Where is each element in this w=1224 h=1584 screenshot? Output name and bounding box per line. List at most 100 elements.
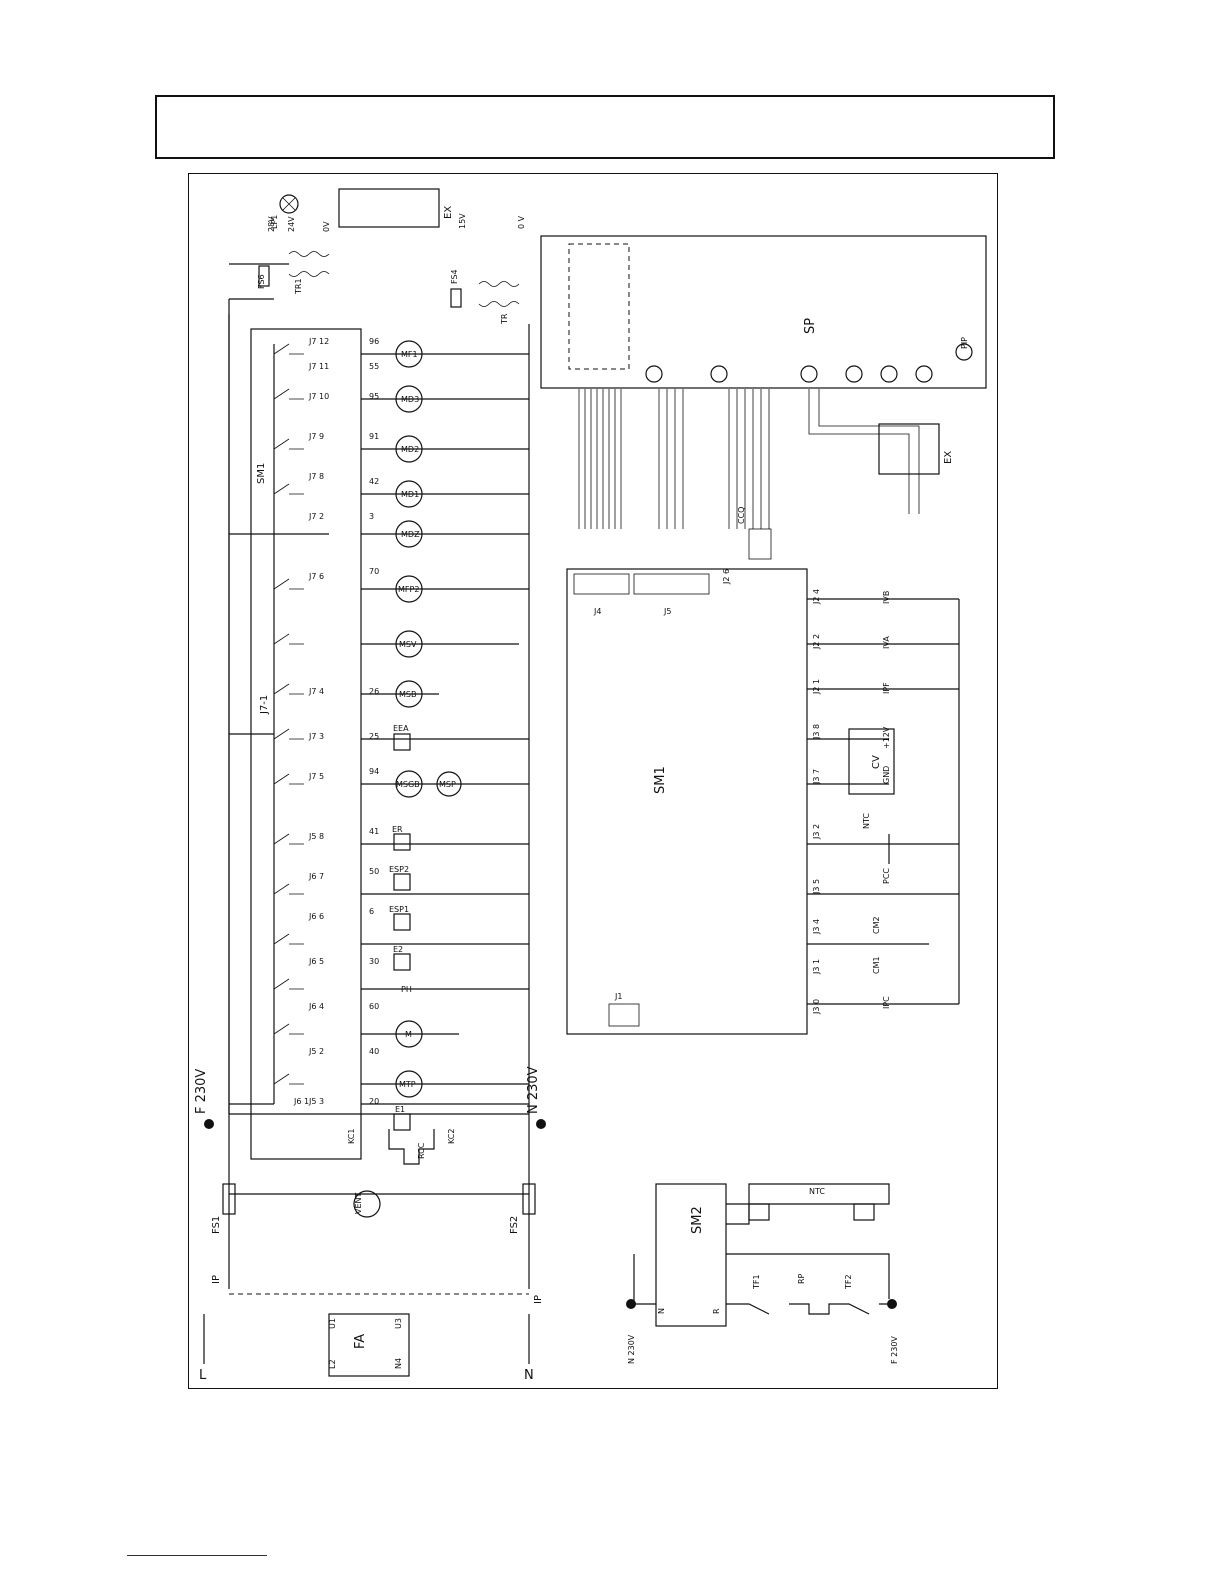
ivb-label: IVB (882, 591, 891, 604)
ntc-label: NTC (862, 813, 871, 829)
load-label: ER (392, 825, 403, 834)
load-label: MSGB (396, 780, 420, 789)
load-motors (353, 340, 462, 1218)
load-label: MDZ (401, 530, 420, 539)
load-label: EEA (393, 724, 409, 733)
connector-label: J5 8 (308, 832, 324, 841)
load-label: MFP2 (398, 585, 419, 594)
wire-number: 40 (369, 1047, 379, 1056)
fs2-label: FS2 (509, 1216, 520, 1234)
fs4-label: FS4 (450, 269, 459, 284)
connector-label: J7 9 (308, 432, 324, 441)
ipf-label: IPF (882, 682, 891, 694)
connector-label: J5 2 (308, 1047, 324, 1056)
j2-label: J2 1 (812, 679, 821, 695)
fs6-label: FS6 (257, 274, 266, 289)
load-label: MF1 (401, 350, 418, 359)
vent-label: VENT (354, 1192, 363, 1214)
load-label: ESP2 (389, 865, 409, 874)
j3-label: J3 2 (812, 824, 821, 840)
load-label: MTP (399, 1080, 416, 1089)
load-label: MSV (399, 640, 417, 649)
load-label: MD2 (401, 445, 419, 454)
sm2-n230-label: N 230V (627, 1334, 636, 1364)
ipc-label: IPC (882, 996, 891, 1009)
v24-label: 24V (287, 216, 296, 232)
j5-label: J5 (663, 607, 671, 616)
wire-number: 91 (369, 432, 379, 441)
connector-label: J7 2 (308, 512, 324, 521)
load-label: MSP (439, 780, 456, 789)
footer-rule (127, 1555, 267, 1556)
ex-bottom-connector (878, 423, 940, 475)
tr1-label: TR1 (294, 278, 303, 295)
j2-label: J2 4 (812, 589, 821, 605)
fa-pin: U1 (328, 1318, 337, 1329)
connector-label: J5 3 (308, 1097, 324, 1106)
load-columns (361, 353, 529, 1105)
j2-label: J2 2 (812, 634, 821, 650)
wiring-diagram: MF1 MD3 MD2 MD1 MDZ MFP2 MSV MSB MSGB EE… (188, 173, 998, 1389)
ip-label: IP (211, 1275, 222, 1284)
pip-label: PIP (960, 337, 969, 349)
connector-label: J6 5 (308, 957, 324, 966)
n230-label: N 230V (526, 1066, 541, 1114)
j3-label: J3 8 (812, 724, 821, 740)
j2-6-label: J2 6 (722, 569, 731, 585)
j3-label: J3 7 (812, 769, 821, 785)
wire-number: 3 (369, 512, 374, 521)
bottom-inputs: CV +12V GND NTC PCC CM2 CM1 IPC IVB IVA … (807, 589, 960, 1015)
lamp-icon (279, 194, 299, 214)
wire-number: 95 (369, 392, 379, 401)
page-title-box (155, 95, 1055, 159)
lp1-label: LP1 (270, 215, 279, 229)
filter-fa-box (328, 1313, 410, 1377)
wire-number: 6 (369, 907, 374, 916)
connector-label: J7 4 (308, 687, 324, 696)
tr-label: TR (500, 313, 509, 325)
v0-label: 0V (322, 221, 331, 232)
tf1-label: TF1 (752, 1274, 761, 1290)
wire-number: 55 (369, 362, 379, 371)
j7-1-label: J7-1 (259, 695, 270, 715)
sp-board: SP PIP (540, 235, 987, 389)
ribbon-cables (578, 389, 920, 529)
wire-number: 42 (369, 477, 379, 486)
fa-pin: U3 (394, 1318, 403, 1329)
f230-label: F 230V (194, 1069, 209, 1114)
j3-label: J3 5 (812, 879, 821, 895)
j3-label: J3 4 (812, 919, 821, 935)
v28-label: 28V (267, 216, 276, 232)
j3-label: J3 0 (812, 999, 821, 1015)
fa-label: FA (353, 1334, 368, 1349)
n-label: N (524, 1368, 534, 1383)
load-label: E1 (395, 1105, 405, 1114)
wiring-diagram-svg: MF1 MD3 MD2 MD1 MDZ MFP2 MSV MSB MSGB EE… (194, 188, 987, 1383)
j1-label: J1 (614, 992, 622, 1001)
connector-label: J7 5 (308, 772, 324, 781)
sp-label: SP (803, 318, 818, 334)
wire-number: 70 (369, 567, 379, 576)
pcc-label: PCC (882, 868, 891, 884)
sm1-top-module (250, 328, 362, 1160)
load-label: MD3 (401, 395, 419, 404)
j4-label: J4 (593, 607, 601, 616)
fa-pin: L2 (328, 1359, 337, 1369)
cm1-label: CM1 (872, 956, 881, 974)
j3-label: J3 1 (812, 959, 821, 975)
wire-number: 26 (369, 687, 379, 696)
connector-label: J7 11 (308, 362, 329, 371)
branch-rails (228, 298, 329, 1114)
sm2-ntc-label: NTC (809, 1187, 825, 1196)
tf2-label: TF2 (844, 1274, 853, 1290)
wire-numbers: 20 40 60 30 6 50 41 94 25 26 70 3 42 91 … (369, 337, 379, 1106)
sm2-n-pin: N (657, 1308, 666, 1314)
sm2-label: SM2 (690, 1206, 705, 1234)
relay-contacts (273, 343, 304, 1104)
wire-number: 25 (369, 732, 379, 741)
sm1-control-board: SM1 J4 J5 J2 6 J1 CCQ (566, 507, 808, 1035)
iva-label: IVA (882, 636, 891, 649)
connector-label: J7 6 (308, 572, 324, 581)
wire-number: 50 (369, 867, 379, 876)
cv-box (848, 728, 895, 795)
